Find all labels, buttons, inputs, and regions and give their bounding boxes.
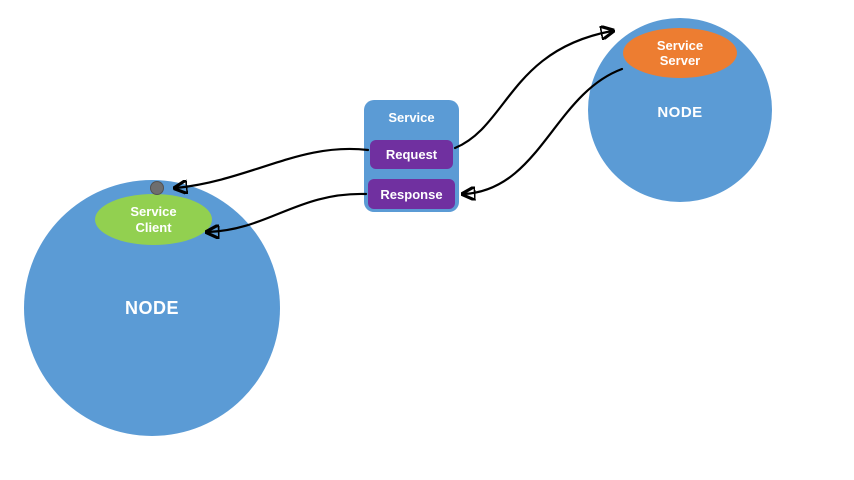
service-server-ellipse: Service Server — [623, 28, 737, 78]
response-label: Response — [380, 186, 443, 202]
service-client-ellipse: Service Client — [95, 194, 212, 245]
response-box: Response — [368, 179, 455, 209]
request-to-client-dot-arrow — [176, 147, 370, 188]
service-server-label: Service Server — [656, 37, 704, 68]
connection-dot — [150, 181, 164, 195]
request-label: Request — [385, 147, 438, 162]
service-box: Service Request Response — [364, 100, 459, 212]
request-to-service-server-arrow — [453, 31, 612, 150]
service-client-label: Service Client — [130, 204, 177, 235]
right-node-label: NODE — [657, 104, 703, 121]
request-box: Request — [370, 140, 453, 169]
service-title: Service — [388, 110, 435, 125]
left-node-label: NODE — [124, 298, 179, 318]
